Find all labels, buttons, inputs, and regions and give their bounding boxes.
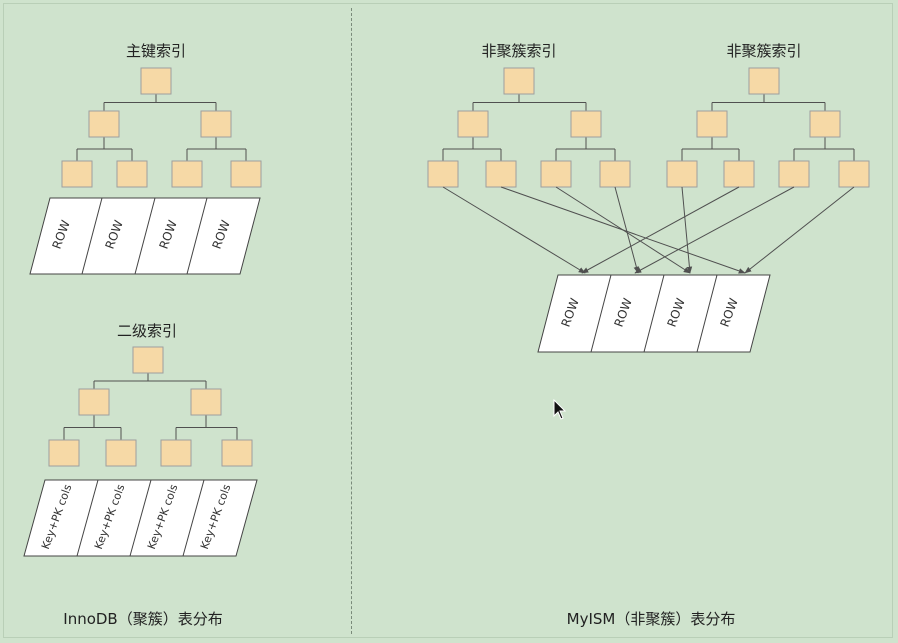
index-root-node	[132, 346, 164, 374]
index-internal-node	[570, 110, 602, 138]
pointer-arrow	[581, 186, 740, 274]
index-leaf-node	[48, 439, 80, 467]
pointer-arrow	[681, 186, 693, 274]
index-leaf-node	[230, 160, 262, 188]
index-internal-node	[88, 110, 120, 138]
index-leaf-node	[116, 160, 148, 188]
section-divider	[351, 8, 352, 634]
secondary-row-block: Key+PK cols Key+PK cols Key+PK cols Key+…	[23, 479, 258, 557]
index-leaf-node	[778, 160, 810, 188]
secondary-index-tree	[48, 346, 253, 467]
pointer-arrow	[442, 186, 586, 274]
index-leaf-node	[838, 160, 870, 188]
innodb-caption: InnoDB（聚簇）表分布	[63, 610, 222, 628]
index-leaf-node	[666, 160, 698, 188]
index-leaf-node	[61, 160, 93, 188]
tree-connectors	[76, 94, 247, 161]
pointer-arrow	[614, 186, 640, 274]
index-leaf-node	[427, 160, 459, 188]
index-leaf-node	[599, 160, 631, 188]
diagram-frame	[3, 3, 893, 638]
index-root-node	[748, 67, 780, 95]
tree-connectors	[681, 94, 855, 161]
index-internal-node	[696, 110, 728, 138]
index-internal-node	[78, 388, 110, 416]
nonclustered-index-title-1: 非聚簇索引	[481, 42, 556, 60]
index-leaf-node	[540, 160, 572, 188]
pointer-arrow	[634, 186, 795, 274]
primary-index-tree	[61, 67, 262, 188]
innodb-row-block: ROW ROW ROW ROW	[29, 197, 261, 275]
pointer-arrow	[555, 186, 691, 274]
index-root-node	[503, 67, 535, 95]
nonclustered-index-title-2: 非聚簇索引	[726, 42, 801, 60]
index-leaf-node	[723, 160, 755, 188]
tree-connectors	[442, 94, 616, 161]
primary-index-title: 主键索引	[126, 42, 186, 60]
leaf-to-row-arrows	[442, 186, 855, 274]
index-internal-node	[200, 110, 232, 138]
index-internal-node	[457, 110, 489, 138]
myisam-row-block: ROW ROW ROW ROW	[537, 274, 771, 353]
nonclustered-index-tree-1	[427, 67, 631, 188]
index-internal-node	[190, 388, 222, 416]
index-internal-node	[809, 110, 841, 138]
pointer-arrow	[744, 186, 855, 274]
index-leaf-node	[160, 439, 192, 467]
secondary-index-title: 二级索引	[117, 322, 177, 340]
nonclustered-index-tree-2	[666, 67, 870, 188]
tree-connectors	[63, 373, 238, 440]
index-leaf-node	[485, 160, 517, 188]
index-leaf-node	[221, 439, 253, 467]
mouse-pointer-icon	[553, 399, 567, 420]
myisam-caption: MyISM（非聚簇）表分布	[567, 610, 736, 628]
index-leaf-node	[105, 439, 137, 467]
index-leaf-node	[171, 160, 203, 188]
index-root-node	[140, 67, 172, 95]
